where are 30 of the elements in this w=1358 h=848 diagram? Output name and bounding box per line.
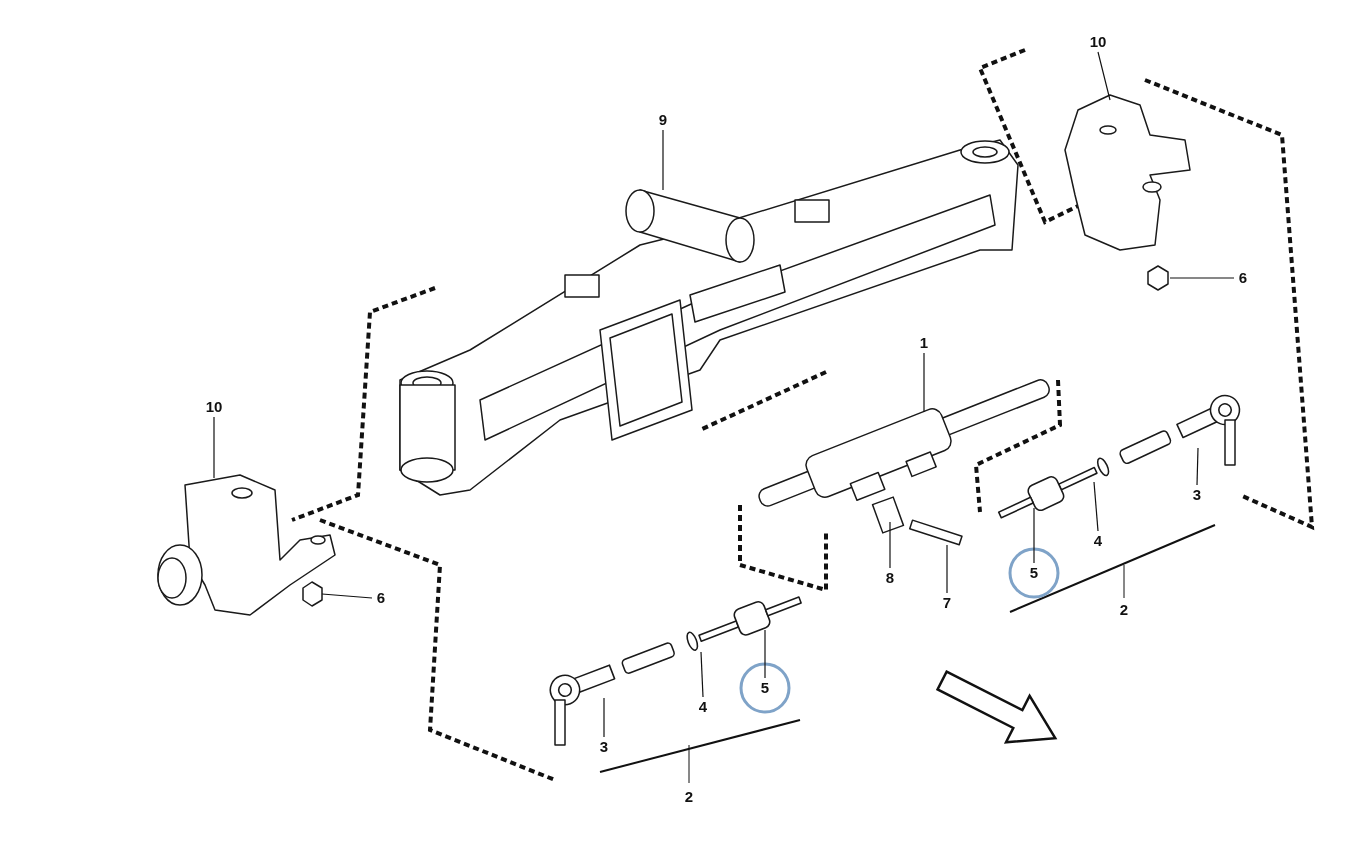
leader-line (923, 352, 925, 413)
leader-line (1093, 481, 1099, 532)
callout-number: 3 (599, 739, 609, 755)
leader-line (1169, 277, 1235, 279)
callout-number: 4 (698, 699, 708, 715)
callout-number: 4 (1093, 533, 1103, 549)
callout-number: 3 (1192, 487, 1202, 503)
callout-number: 2 (684, 789, 694, 805)
callout-number: 6 (376, 590, 386, 606)
leader-line (321, 593, 373, 599)
callout-number: 5 (760, 680, 770, 696)
callout-number: 9 (658, 112, 668, 128)
callout-number: 7 (942, 595, 952, 611)
callout-number: 5 (1029, 565, 1039, 581)
callout-number: 1 (919, 335, 929, 351)
leader-line (700, 651, 704, 698)
leader-line (1097, 51, 1111, 101)
leader-line (213, 416, 215, 479)
callout-number: 2 (1119, 602, 1129, 618)
callout-number: 6 (1238, 270, 1248, 286)
leader-line (889, 521, 891, 569)
leader-line (603, 697, 605, 738)
callout-number: 10 (1089, 34, 1107, 50)
callout-number: 10 (205, 399, 223, 415)
leader-line (1033, 507, 1035, 564)
leader-line (1196, 447, 1199, 486)
callout-number: 8 (885, 570, 895, 586)
leader-line (662, 129, 664, 191)
leader-line (764, 629, 766, 679)
leader-line (946, 544, 948, 594)
